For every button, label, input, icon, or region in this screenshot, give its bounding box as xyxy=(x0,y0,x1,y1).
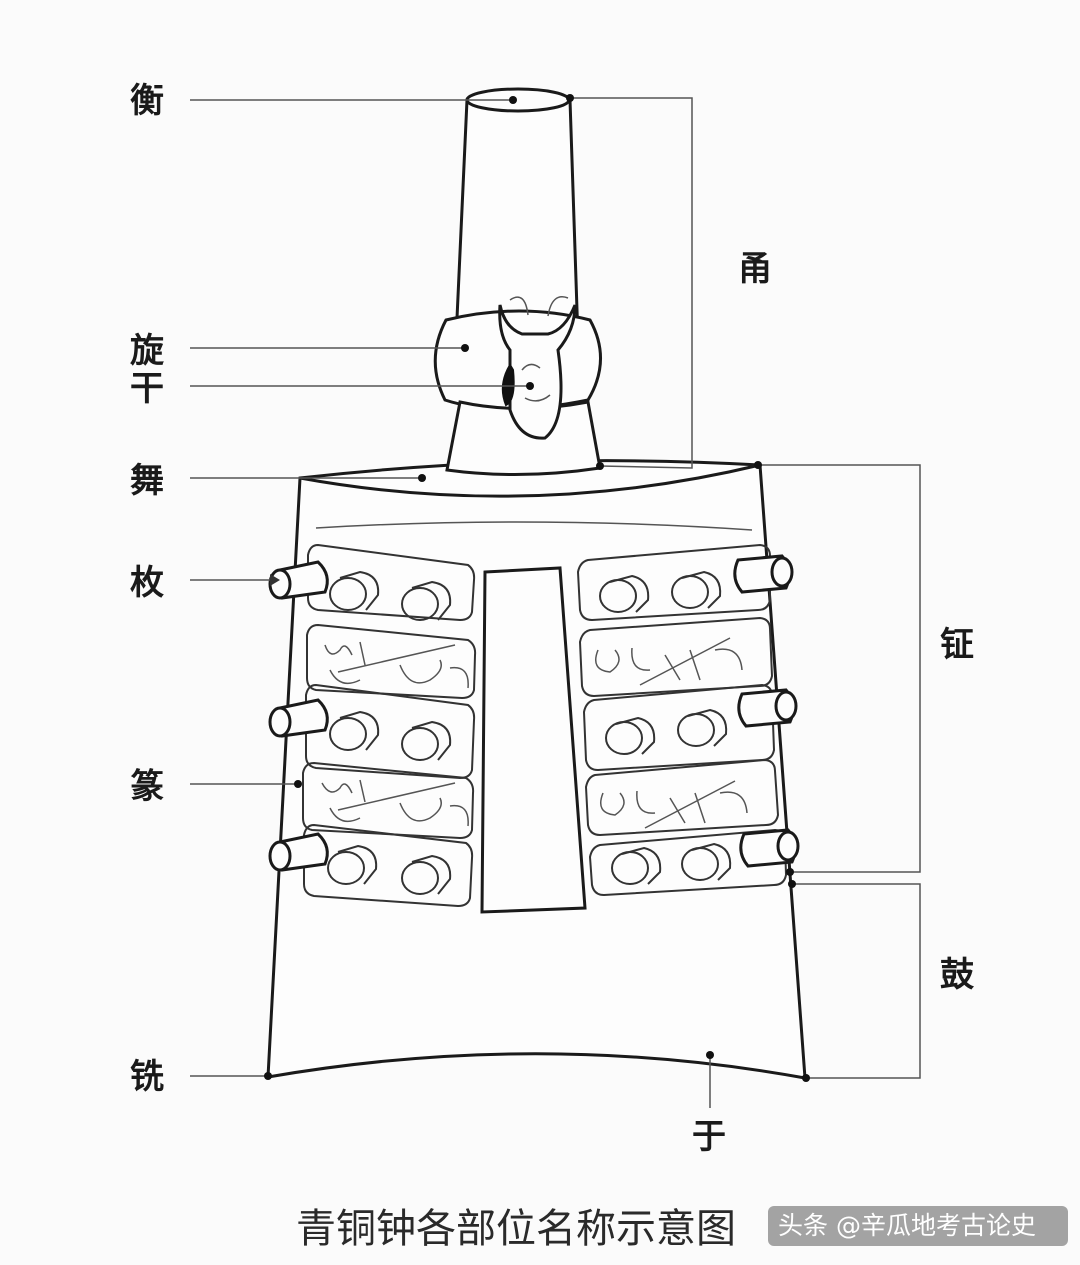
left-outer-mei xyxy=(268,560,329,872)
left-inner-bosses xyxy=(327,570,452,895)
right-inner-bosses xyxy=(599,570,732,885)
right-outer-mei xyxy=(733,554,800,868)
label-xuan: 旋 xyxy=(130,331,164,371)
label-yong: 甬 xyxy=(738,249,772,289)
watermark: 头条 @辛瓜地考古论史 xyxy=(768,1206,1068,1246)
gan-beast-head xyxy=(498,296,577,440)
upper-band-line xyxy=(315,521,753,531)
leader-lines xyxy=(190,94,921,1108)
label-heng: 衡 xyxy=(130,81,164,121)
label-zhuan: 篆 xyxy=(130,767,164,807)
label-gan: 干 xyxy=(130,369,164,409)
label-wu: 舞 xyxy=(130,461,164,501)
part-labels: 衡 旋 干 舞 枚 篆 铣 甬 钲 鼓 于 xyxy=(130,81,975,1157)
yong-shaft xyxy=(454,87,580,342)
center-panel xyxy=(480,566,587,914)
label-xian: 铣 xyxy=(130,1057,164,1097)
label-mei: 枚 xyxy=(130,563,164,603)
label-zheng: 钲 xyxy=(940,625,974,665)
left-panels xyxy=(268,543,477,908)
label-yu: 于 xyxy=(692,1117,726,1157)
watermark-text: 头条 @辛瓜地考古论史 xyxy=(778,1211,1036,1240)
wu-top-curve xyxy=(299,463,761,498)
diagram-caption: 青铜钟各部位名称示意图 xyxy=(296,1206,736,1252)
label-gu: 鼓 xyxy=(940,955,975,995)
right-panels xyxy=(576,543,800,897)
